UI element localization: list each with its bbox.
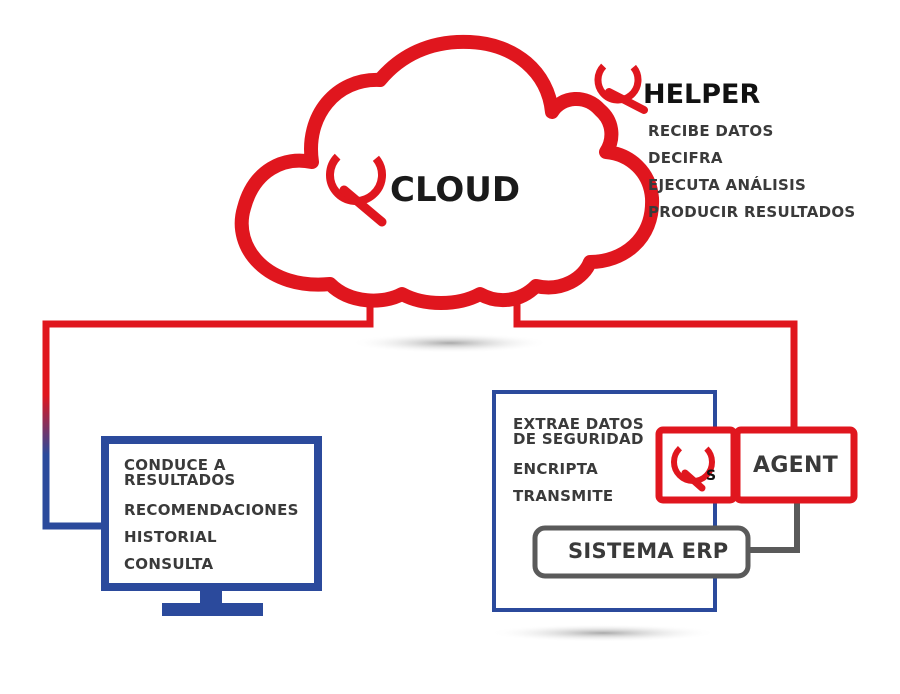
cloud-label: CLOUD xyxy=(390,170,521,210)
cloud-monitor-connector xyxy=(42,288,374,530)
cloud-shape xyxy=(234,34,660,310)
server-item: TRANSMITE xyxy=(513,487,614,505)
server-list: EXTRAE DATOS DE SEGURIDAD ENCRIPTA TRANS… xyxy=(513,417,644,510)
monitor-item: HISTORIAL xyxy=(124,528,217,546)
qs-box xyxy=(655,426,738,504)
monitor-list: CONDUCE A RESULTADOS RECOMENDACIONES HIS… xyxy=(124,458,299,578)
cloud-agent-connector xyxy=(513,288,798,432)
agent-label: AGENT xyxy=(753,453,839,478)
cloud-q-logo-icon xyxy=(326,145,387,227)
monitor-neck xyxy=(200,587,222,605)
monitor-item: CONDUCE A RESULTADOS xyxy=(124,456,236,489)
erp-box xyxy=(532,525,751,579)
agent-erp-connector xyxy=(745,500,800,553)
helper-item: EJECUTA ANÁLISIS xyxy=(648,176,807,194)
qs-logo-icon xyxy=(671,440,715,492)
cloud-shadow xyxy=(350,333,550,353)
server-item: EXTRAE DATOS DE SEGURIDAD xyxy=(513,415,644,448)
helper-item: DECIFRA xyxy=(648,149,723,167)
helper-list: RECIBE DATOS DECIFRA EJECUTA ANÁLISIS PR… xyxy=(648,118,856,226)
monitor-item: RECOMENDACIONES xyxy=(124,501,299,519)
monitor-device xyxy=(101,436,322,616)
erp-label: SISTEMA ERP xyxy=(568,539,729,563)
helper-item: RECIBE DATOS xyxy=(648,122,774,140)
monitor-stand xyxy=(162,603,263,616)
server-item: ENCRIPTA xyxy=(513,460,599,478)
helper-label: HELPER xyxy=(643,79,761,110)
server-shadow xyxy=(488,624,718,642)
helper-item: PRODUCIR RESULTADOS xyxy=(648,203,856,221)
qs-letter: S xyxy=(706,468,717,484)
monitor-item: CONSULTA xyxy=(124,555,214,573)
agent-box xyxy=(733,426,858,504)
